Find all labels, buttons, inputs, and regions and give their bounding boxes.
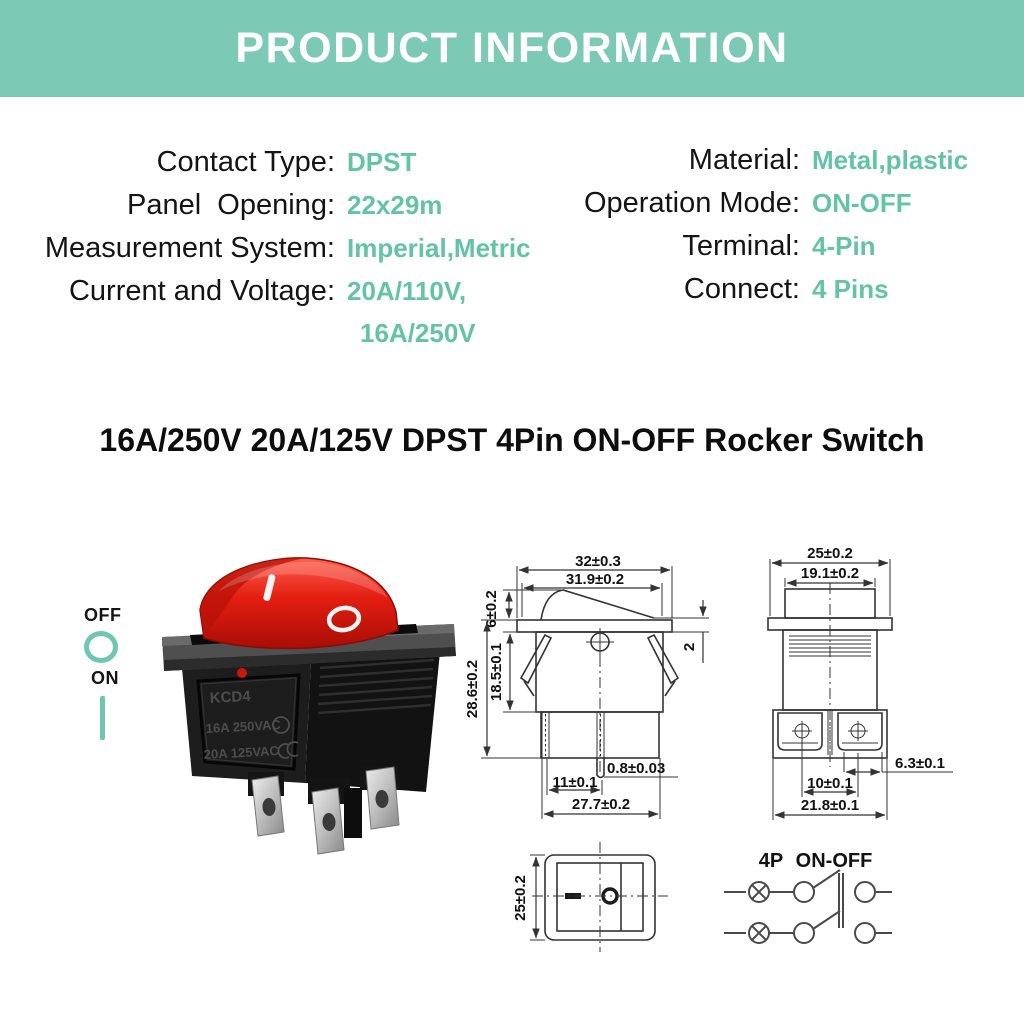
side-ribs [317, 658, 435, 715]
spec-row: Operation Mode: ON-OFF [540, 187, 968, 230]
spec-label: Terminal: [682, 230, 800, 262]
dim-total-height: 28.6±0.2 [465, 660, 481, 718]
spec-row: Material: Metal,plastic [540, 144, 968, 187]
legend-on-label: ON [91, 668, 119, 688]
wiring-pole-2 [724, 910, 892, 944]
terminal-left [777, 712, 823, 751]
spec-value: Imperial,Metric [347, 233, 531, 263]
spec-label: Measurement System: [44, 232, 335, 264]
dim-body-height: 18.5±0.1 [488, 643, 505, 701]
spec-value: 4-Pin [812, 231, 876, 261]
spec-label: Current and Voltage: [68, 275, 335, 307]
page-title: PRODUCT INFORMATION [235, 24, 789, 72]
spec-label: Material: [688, 144, 800, 176]
dim-pin-spacing: 10±0.1 [807, 775, 853, 792]
terminal-right [837, 712, 883, 751]
on-mark [565, 893, 581, 899]
emboss-border-inner [200, 677, 297, 767]
end-view-drawing: 25±0.2 19.1±0.2 6.3±0.1 10±0.1 21.8±0.1 [767, 545, 953, 820]
contact-icon [793, 922, 815, 944]
on-bar-icon [100, 696, 105, 740]
contact-icon [793, 881, 815, 903]
model-marking: KCD4 [209, 688, 251, 707]
spec-value: Metal,plastic [812, 145, 969, 175]
red-rocker [199, 557, 399, 650]
wiring-title-mode: ON-OFF [796, 850, 873, 872]
dim-pin-thickness: 0.8±0.03 [607, 760, 665, 777]
dim-flange-offset: 2 [681, 643, 698, 651]
spec-value: DPST [347, 147, 417, 177]
spec-value: ON-OFF [812, 188, 912, 218]
rocker-switch-photo: KCD4 16A 250VAC 20A 125VAC [162, 557, 456, 855]
dim-body-width: 21.8±0.1 [801, 797, 859, 814]
spec-list-right: Material: Metal,plastic Operation Mode: … [540, 144, 968, 316]
spec-row-continuation: 16A/250V [18, 318, 531, 361]
center-leg [344, 788, 362, 838]
dim-pin-width: 6.3±0.1 [895, 755, 945, 772]
certification-mark-icon [272, 716, 290, 734]
side-view-drawing: 32±0.3 31.9±0.2 6±0.2 18.5±0.1 28.6±0.2 … [465, 553, 709, 819]
spec-row: Terminal: 4-Pin [540, 230, 968, 273]
ce-mark-icon [277, 741, 299, 759]
rating-marking-1: 16A 250VAC [205, 717, 281, 736]
terminal-pins [248, 766, 400, 855]
top-view-drawing: 25±0.2 [512, 842, 668, 952]
product-title: 16A/250V 20A/125V DPST 4Pin ON-OFF Rocke… [99, 422, 925, 458]
dim-width-inner: 31.9±0.2 [566, 571, 624, 588]
dim-height: 25±0.2 [512, 875, 529, 921]
legend-off-label: OFF [84, 605, 122, 625]
spec-row: Contact Type: DPST [18, 146, 531, 189]
spec-row: Current and Voltage: 20A/110V, [18, 275, 531, 318]
dim-pin-spacing: 11±0.1 [553, 774, 598, 791]
spec-label: Connect: [683, 273, 800, 305]
dim-rocker-height: 6±0.2 [483, 590, 500, 627]
dim-width-inner: 19.1±0.2 [801, 565, 859, 582]
spec-value: 16A/250V [360, 318, 476, 348]
rating-marking-2: 20A 125VAC [203, 743, 279, 762]
spec-label: Panel Opening: [127, 189, 335, 221]
flange-front-edge [164, 647, 456, 671]
spec-label: Operation Mode: [583, 187, 800, 219]
dim-body-width: 27.7±0.2 [572, 796, 630, 813]
switch-body-side [305, 652, 440, 792]
banner: PRODUCT INFORMATION [0, 0, 1024, 97]
spec-list-left: Contact Type: DPST Panel Opening: 22x29m… [18, 146, 531, 361]
spec-row: Connect: 4 Pins [540, 273, 968, 316]
spec-value: 22x29m [347, 190, 443, 220]
contact-icon [854, 881, 876, 903]
spec-row: Panel Opening: 22x29m [18, 189, 531, 232]
rocker-on-mark [263, 574, 276, 601]
contact-icon [854, 922, 876, 944]
wiring-title-poles: 4P [759, 850, 783, 872]
wiring-pole-1 [724, 869, 892, 903]
spec-label: Contact Type: [156, 146, 335, 178]
dim-width-outer: 25±0.2 [807, 545, 853, 562]
spec-row: Measurement System: Imperial,Metric [18, 232, 531, 275]
red-dot-indicator [237, 668, 247, 678]
dim-width-outer: 32±0.3 [575, 553, 621, 570]
spec-value: 20A/110V, [347, 276, 467, 306]
spec-value: 4 Pins [812, 274, 889, 304]
off-circle-icon [84, 631, 118, 663]
rocker-off-mark [326, 605, 362, 633]
emboss-border [196, 673, 301, 771]
wiring-diagram: 4P ON-OFF [724, 850, 892, 944]
